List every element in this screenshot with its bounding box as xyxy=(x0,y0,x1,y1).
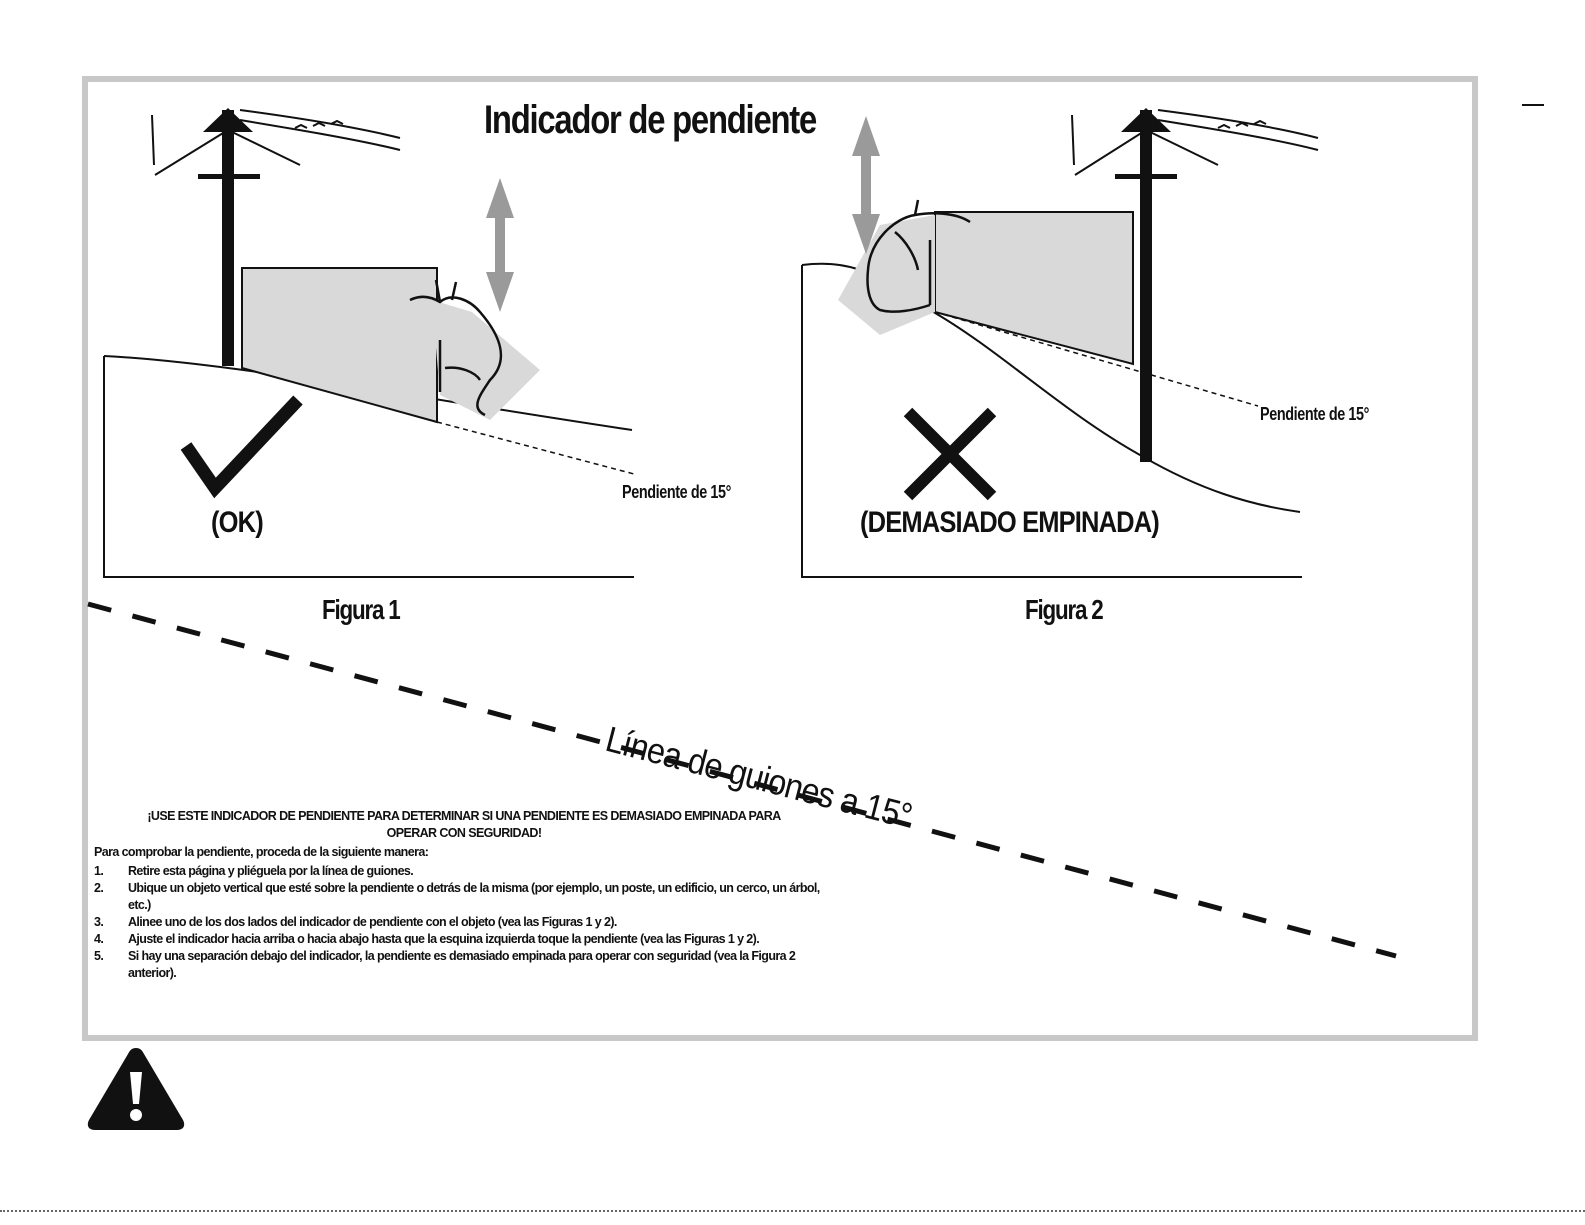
figure-2-utility-pole xyxy=(1071,108,1319,462)
step-number: 4. xyxy=(94,932,104,946)
step-number: 5. xyxy=(94,949,104,963)
figure-2-double-arrow-icon xyxy=(852,116,880,254)
instruction-step: 5. Si hay una separación debajo del indic… xyxy=(94,948,834,982)
figure-1-ground xyxy=(103,356,634,578)
corner-mark xyxy=(1522,104,1544,106)
step-text: Retire esta página y pliéguela por la lí… xyxy=(128,864,414,878)
instructions-heading: ¡USE ESTE INDICADOR DE PENDIENTE PARA DE… xyxy=(147,809,781,840)
step-number: 1. xyxy=(94,864,104,878)
figure-2-ground xyxy=(801,265,1302,578)
figure-1-hand xyxy=(409,279,540,420)
figure-2 xyxy=(801,108,1319,578)
figure-1-utility-pole xyxy=(151,108,401,366)
bottom-dotted-rule xyxy=(0,1210,1585,1212)
figure-2-hand xyxy=(838,199,971,335)
step-text: Ubique un objeto vertical que esté sobre… xyxy=(128,881,820,912)
figure-1-slope-label: Pendiente de 15° xyxy=(622,482,731,502)
step-text: Si hay una separación debajo del indicad… xyxy=(128,949,796,980)
instructions-block: ¡USE ESTE INDICADOR DE PENDIENTE PARA DE… xyxy=(94,808,834,982)
instruction-step: 1. Retire esta página y pliéguela por la … xyxy=(94,863,834,880)
page-title: Indicador de pendiente xyxy=(484,98,817,142)
warning-triangle-icon xyxy=(87,1048,185,1130)
figure-2-verdict: (DEMASIADO EMPINADA) xyxy=(860,506,1160,539)
instructions-intro: Para comprobar la pendiente, proceda de … xyxy=(94,845,429,859)
figure-1-double-arrow-icon xyxy=(486,178,514,312)
instruction-step: 4. Ajuste el indicador hacia arriba o hac… xyxy=(94,931,834,948)
figure-2-slope-dashed-line xyxy=(934,311,1259,407)
instruction-step: 2. Ubique un objeto vertical que esté sob… xyxy=(94,880,834,914)
step-text: Ajuste el indicador hacia arriba o hacia… xyxy=(128,932,760,946)
x-mark-icon xyxy=(903,407,997,501)
figure-1-slope-indicator-card xyxy=(241,267,438,424)
figure-1 xyxy=(103,108,635,578)
step-number: 2. xyxy=(94,881,104,895)
figure-1-slope-dashed-line xyxy=(436,421,635,475)
checkmark-icon xyxy=(180,395,303,499)
instruction-step: 3. Alinee uno de los dos lados del indica… xyxy=(94,914,834,931)
figure-1-verdict: (OK) xyxy=(211,506,264,539)
figure-2-caption: Figura 2 xyxy=(1025,594,1104,625)
page-frame xyxy=(82,76,1478,1041)
instructions-steps: 1. Retire esta página y pliéguela por la … xyxy=(94,863,834,982)
step-number: 3. xyxy=(94,915,104,929)
figure-2-slope-label: Pendiente de 15° xyxy=(1260,404,1369,424)
figure-1-caption: Figura 1 xyxy=(322,594,401,625)
step-text: Alinee uno de los dos lados del indicado… xyxy=(128,915,617,929)
